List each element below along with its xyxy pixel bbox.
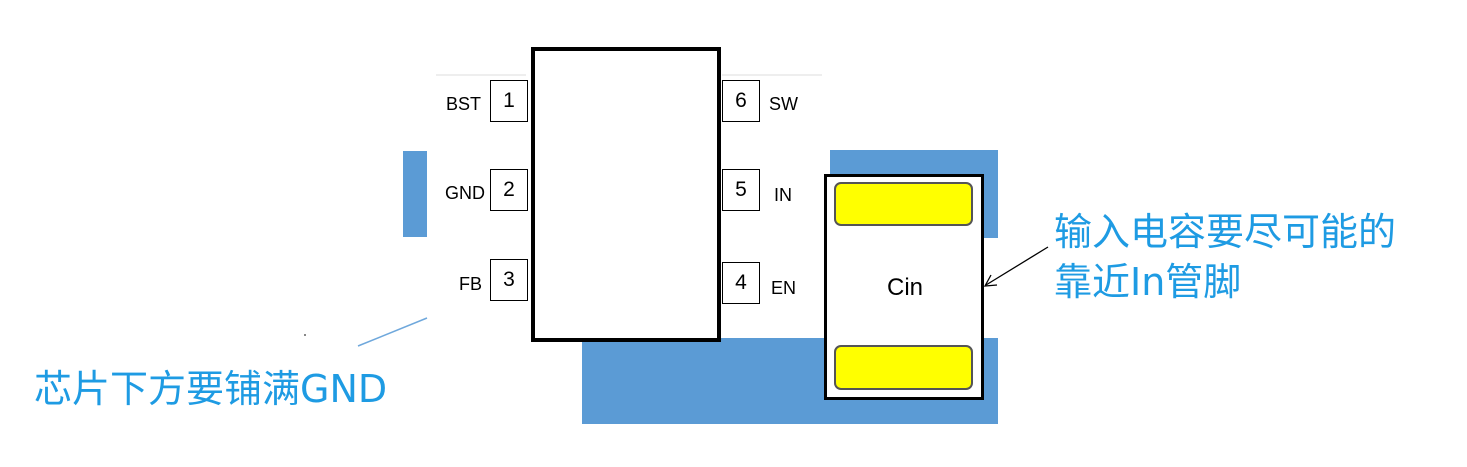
pin-4-box: 4 <box>722 262 760 304</box>
pin-3-label: FB <box>458 274 482 294</box>
cin-annotation-line-2: 靠近In管脚 <box>1054 260 1242 304</box>
pin-4-number: 4 <box>735 271 747 294</box>
pin-3-box: 3 <box>490 259 528 301</box>
pin-1-label: BST <box>445 94 481 114</box>
pin-6-number: 6 <box>735 89 747 112</box>
chip-body <box>531 47 721 342</box>
pin-3-number: 3 <box>503 268 515 291</box>
gnd-leader-line <box>357 317 428 347</box>
silk-line-top-left <box>436 74 526 76</box>
cin-pad-bottom <box>834 345 973 390</box>
pin-2-number: 2 <box>503 178 515 201</box>
pin-2-label: GND <box>445 183 485 203</box>
cin-annotation: 输入电容要尽可能的 靠近In管脚 <box>1054 207 1396 307</box>
pin-1-number: 1 <box>503 89 515 112</box>
pin-6-box: 6 <box>722 80 760 122</box>
pin-6-label: SW <box>769 94 798 114</box>
gnd-copper-strip <box>403 151 427 237</box>
pin-5-box: 5 <box>722 169 760 211</box>
pin-2-box: 2 <box>490 169 528 211</box>
silk-line-top-right <box>722 74 822 76</box>
pin-5-number: 5 <box>735 178 747 201</box>
cin-pad-top <box>834 182 973 226</box>
pin-5-label: IN <box>774 185 792 205</box>
cin-annotation-line-1: 输入电容要尽可能的 <box>1054 210 1397 254</box>
gnd-annotation: 芯片下方要铺满GND <box>34 367 388 411</box>
cin-label: Cin <box>886 274 923 301</box>
pin-4-label: EN <box>771 278 797 298</box>
cin-leader-line <box>985 246 1049 286</box>
cin-arrow-head <box>983 274 998 287</box>
pin-1-box: 1 <box>490 80 528 122</box>
stray-dot <box>304 334 306 336</box>
